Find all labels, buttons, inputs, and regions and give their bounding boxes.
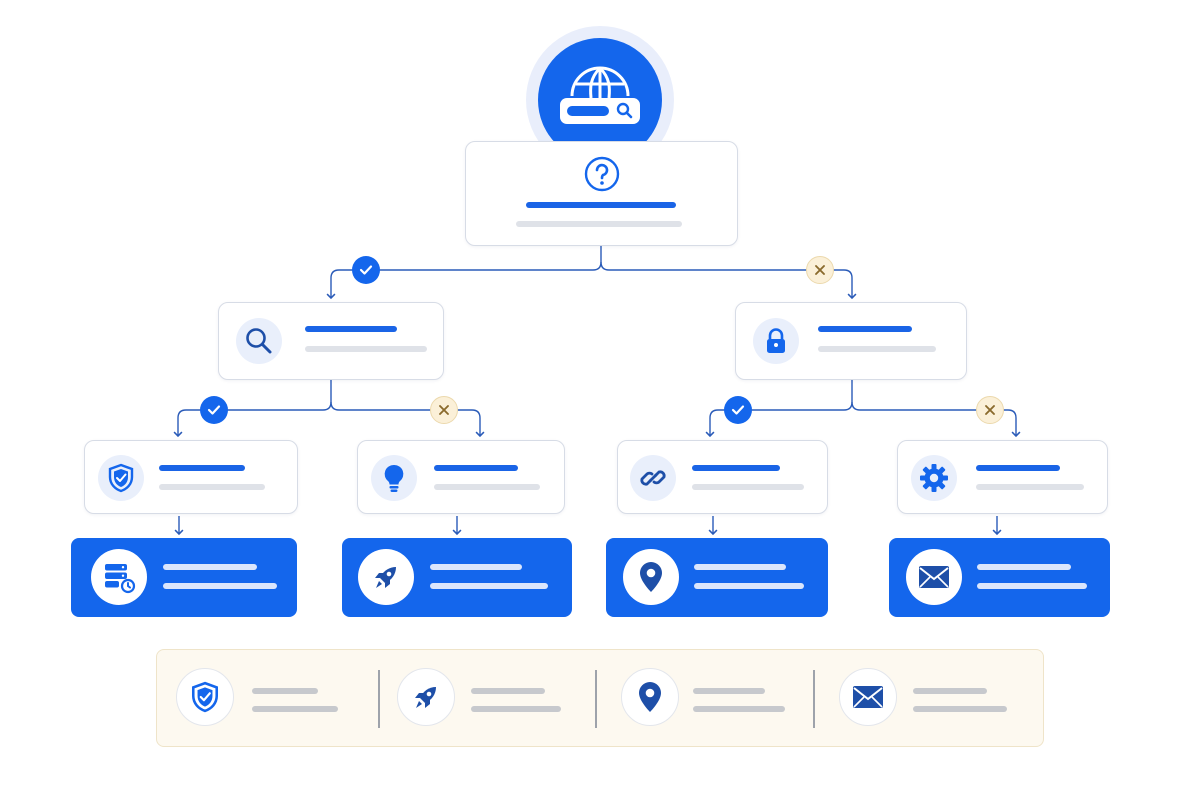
node-title-placeholder	[976, 465, 1060, 471]
legend-title-placeholder	[252, 688, 318, 694]
result-rocket[interactable]	[342, 538, 572, 617]
result-server-sync[interactable]	[71, 538, 297, 617]
x-icon	[815, 265, 825, 275]
check-icon	[207, 405, 221, 415]
node-title-placeholder	[305, 326, 397, 332]
link-node[interactable]	[617, 440, 828, 514]
result-subtitle-placeholder	[163, 583, 277, 589]
node-subtitle-placeholder	[159, 484, 265, 490]
question-subtitle-placeholder	[516, 221, 682, 227]
mail-icon	[906, 549, 962, 605]
legend-item-location	[621, 650, 821, 745]
check-icon	[359, 265, 373, 275]
gear-icon	[911, 455, 957, 501]
legend-subtitle-placeholder	[693, 706, 785, 712]
result-title-placeholder	[430, 564, 522, 570]
node-subtitle-placeholder	[818, 346, 936, 352]
idea-node[interactable]	[357, 440, 565, 514]
node-title-placeholder	[692, 465, 780, 471]
rocket-icon	[397, 668, 455, 726]
question-mark-icon	[584, 156, 620, 192]
map-pin-icon	[623, 549, 679, 605]
lock-icon	[753, 318, 799, 364]
shield-node[interactable]	[84, 440, 298, 514]
result-subtitle-placeholder	[977, 583, 1087, 589]
search-node[interactable]	[218, 302, 444, 380]
x-icon	[439, 405, 449, 415]
node-title-placeholder	[434, 465, 518, 471]
legend-title-placeholder	[693, 688, 765, 694]
legend-title-placeholder	[471, 688, 545, 694]
yes-badge	[352, 256, 380, 284]
search-icon	[236, 318, 282, 364]
legend-divider	[813, 670, 815, 728]
legend-item-shield	[176, 650, 376, 745]
no-badge	[430, 396, 458, 424]
result-title-placeholder	[163, 564, 257, 570]
legend-divider	[378, 670, 380, 728]
result-mail[interactable]	[889, 538, 1110, 617]
mail-icon	[839, 668, 897, 726]
lock-node[interactable]	[735, 302, 967, 380]
yes-badge	[200, 396, 228, 424]
server-sync-icon	[91, 549, 147, 605]
legend-item-mail	[839, 650, 1039, 745]
legend-divider	[595, 670, 597, 728]
node-title-placeholder	[818, 326, 912, 332]
link-icon	[630, 455, 676, 501]
shield-check-icon	[98, 455, 144, 501]
result-subtitle-placeholder	[694, 583, 804, 589]
node-subtitle-placeholder	[976, 484, 1084, 490]
x-icon	[985, 405, 995, 415]
legend-item-rocket	[397, 650, 597, 745]
rocket-icon	[358, 549, 414, 605]
shield-check-icon	[176, 668, 234, 726]
legend-subtitle-placeholder	[913, 706, 1007, 712]
legend-panel	[156, 649, 1044, 747]
legend-subtitle-placeholder	[471, 706, 561, 712]
node-subtitle-placeholder	[692, 484, 804, 490]
no-badge	[806, 256, 834, 284]
legend-title-placeholder	[913, 688, 987, 694]
question-title-placeholder	[526, 202, 676, 208]
no-badge	[976, 396, 1004, 424]
question-card[interactable]	[465, 141, 738, 246]
node-title-placeholder	[159, 465, 245, 471]
node-subtitle-placeholder	[305, 346, 427, 352]
result-title-placeholder	[977, 564, 1071, 570]
legend-subtitle-placeholder	[252, 706, 338, 712]
lightbulb-icon	[371, 455, 417, 501]
result-title-placeholder	[694, 564, 786, 570]
settings-node[interactable]	[897, 440, 1108, 514]
yes-badge	[724, 396, 752, 424]
result-subtitle-placeholder	[430, 583, 548, 589]
check-icon	[731, 405, 745, 415]
node-subtitle-placeholder	[434, 484, 540, 490]
map-pin-icon	[621, 668, 679, 726]
result-location[interactable]	[606, 538, 828, 617]
